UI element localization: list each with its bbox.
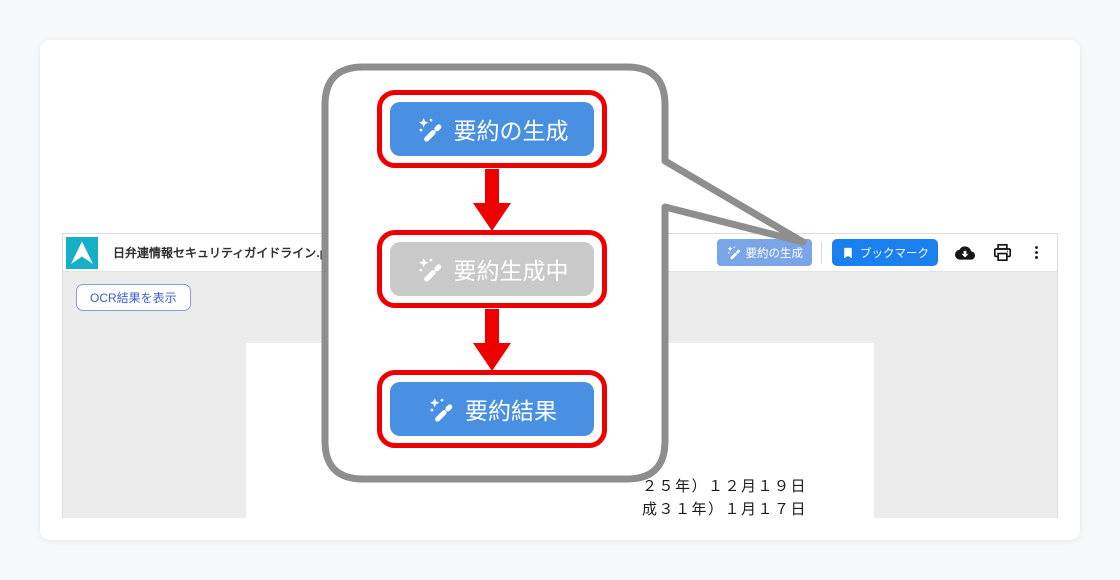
cloud-download-icon <box>955 245 975 260</box>
pdf-text-line-1: ２５年）１２月１９日 <box>641 479 807 495</box>
step-generate-summary-button[interactable]: 要約の生成 <box>390 102 594 156</box>
step-3-label: 要約結果 <box>465 398 557 424</box>
magic-wand-icon <box>418 257 441 282</box>
app-logo-icon <box>66 236 98 269</box>
show-ocr-result-button[interactable]: OCR結果を表示 <box>76 284 191 311</box>
pdf-text-line-2: 成３１年）１月１７日 <box>641 501 807 518</box>
magic-wand-icon <box>727 246 740 260</box>
toolbar-divider <box>821 241 822 264</box>
printer-icon <box>993 243 1012 262</box>
bookmark-label: ブックマーク <box>860 247 929 260</box>
pdf-page-text: ２５年）１２月１９日 成３１年）１月１７日 日本弁護士連合会 <box>642 476 807 518</box>
step-summary-result-button[interactable]: 要約結果 <box>390 382 594 436</box>
generate-summary-label: 要約の生成 <box>745 247 804 260</box>
step-summary-generating-button: 要約生成中 <box>390 242 594 296</box>
flow-arrow-down-2 <box>473 309 511 371</box>
bookmark-icon <box>844 247 852 258</box>
step-highlight-3: 要約結果 <box>377 370 607 448</box>
step-highlight-2: 要約生成中 <box>377 230 607 308</box>
print-button[interactable] <box>992 242 1013 263</box>
more-options-button[interactable] <box>1028 243 1045 262</box>
cloud-download-button[interactable] <box>953 243 977 263</box>
generate-summary-button[interactable]: 要約の生成 <box>716 239 812 266</box>
more-vertical-icon <box>1035 246 1038 259</box>
step-2-label: 要約生成中 <box>453 258 569 284</box>
step-1-label: 要約の生成 <box>453 118 569 144</box>
bookmark-button[interactable]: ブックマーク <box>832 239 938 266</box>
step-highlight-1: 要約の生成 <box>377 90 607 168</box>
magic-wand-icon <box>429 397 453 422</box>
document-title: 日弁連情報セキュリティガイドライン.p <box>113 246 327 260</box>
flow-arrow-down-1 <box>473 169 511 231</box>
magic-wand-icon <box>418 117 441 142</box>
